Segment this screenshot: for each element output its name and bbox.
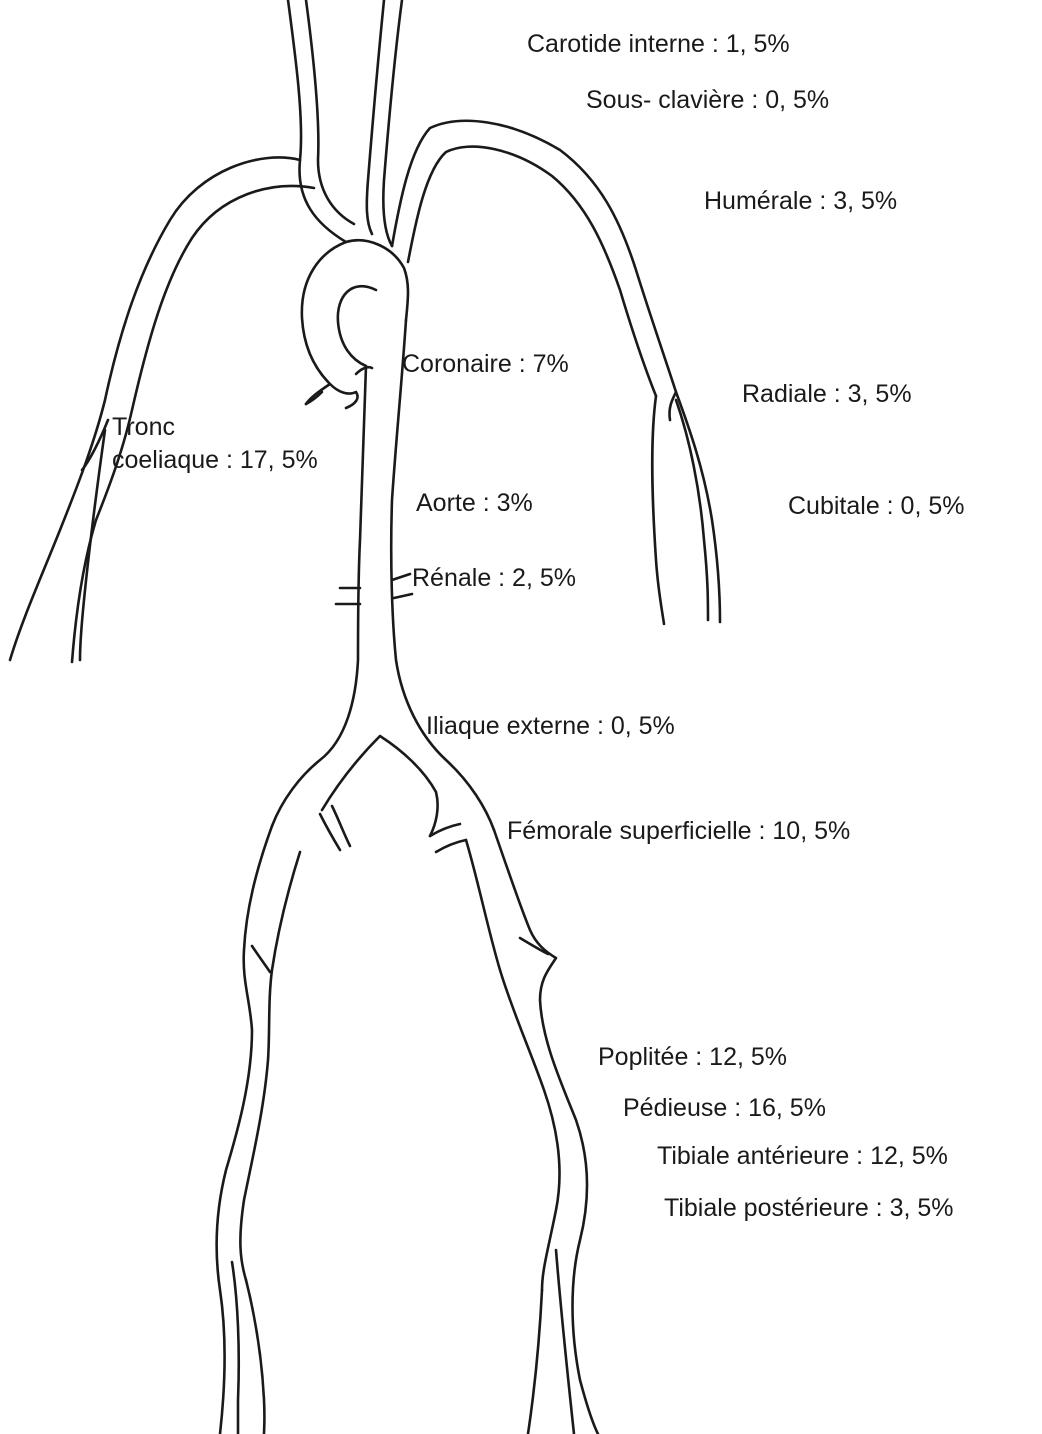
label-poplitee: Poplitée : 12, 5% <box>598 1041 787 1073</box>
renal-left-branch <box>336 588 360 604</box>
label-iliaque-externe: Iliaque externe : 0, 5% <box>426 710 675 742</box>
right-leg-tibial-b <box>556 1250 574 1434</box>
label-femorale-superficielle: Fémorale superficielle : 10, 5% <box>507 815 850 847</box>
label-coronaire: Coronaire : 7% <box>402 348 569 380</box>
label-pedieuse: Pédieuse : 16, 5% <box>623 1092 826 1124</box>
aortic-root <box>330 384 358 408</box>
right-leg-branch <box>520 938 548 954</box>
label-cubitale: Cubitale : 0, 5% <box>788 490 965 522</box>
right-forearm-radial <box>676 400 708 620</box>
internal-iliac-right <box>430 824 466 852</box>
label-renale: Rénale : 2, 5% <box>412 562 576 594</box>
coronary-stub-left <box>306 392 322 404</box>
right-leg-tibial-a <box>528 1290 542 1434</box>
label-carotide-interne: Carotide interne : 1, 5% <box>527 28 790 60</box>
coronary-stub-right <box>356 367 372 374</box>
label-radiale: Radiale : 3, 5% <box>742 378 912 410</box>
aortic-arch-top <box>346 240 408 320</box>
left-arm-outer-wall <box>10 158 300 661</box>
right-forearm-ulnar <box>652 396 664 624</box>
label-aorte: Aorte : 3% <box>416 487 533 519</box>
left-leg-tibial-a <box>246 1280 264 1434</box>
label-tronc-coeliaque: Tronc coeliaque : 17, 5% <box>112 411 318 477</box>
carotid-lumen-right <box>367 0 384 234</box>
label-sous-claviere: Sous- clavière : 0, 5% <box>586 84 829 116</box>
label-tibiale-posterieure: Tibiale postérieure : 3, 5% <box>664 1192 954 1224</box>
aortic-arch-inner <box>338 286 376 366</box>
carotid-lumen-left <box>306 0 354 224</box>
left-leg-branch <box>252 946 270 972</box>
right-forearm-split <box>669 392 676 420</box>
right-leg-inner-wall <box>466 840 560 1290</box>
label-humerale: Humérale : 3, 5% <box>704 185 897 217</box>
left-leg-outer-wall <box>217 826 272 1434</box>
renal-right-branch <box>392 574 412 598</box>
left-leg-tibial-b <box>232 1262 239 1434</box>
right-leg-outer-wall <box>494 830 598 1434</box>
label-tibiale-anterieure: Tibiale antérieure : 12, 5% <box>657 1140 948 1172</box>
internal-iliac-left <box>320 806 350 850</box>
